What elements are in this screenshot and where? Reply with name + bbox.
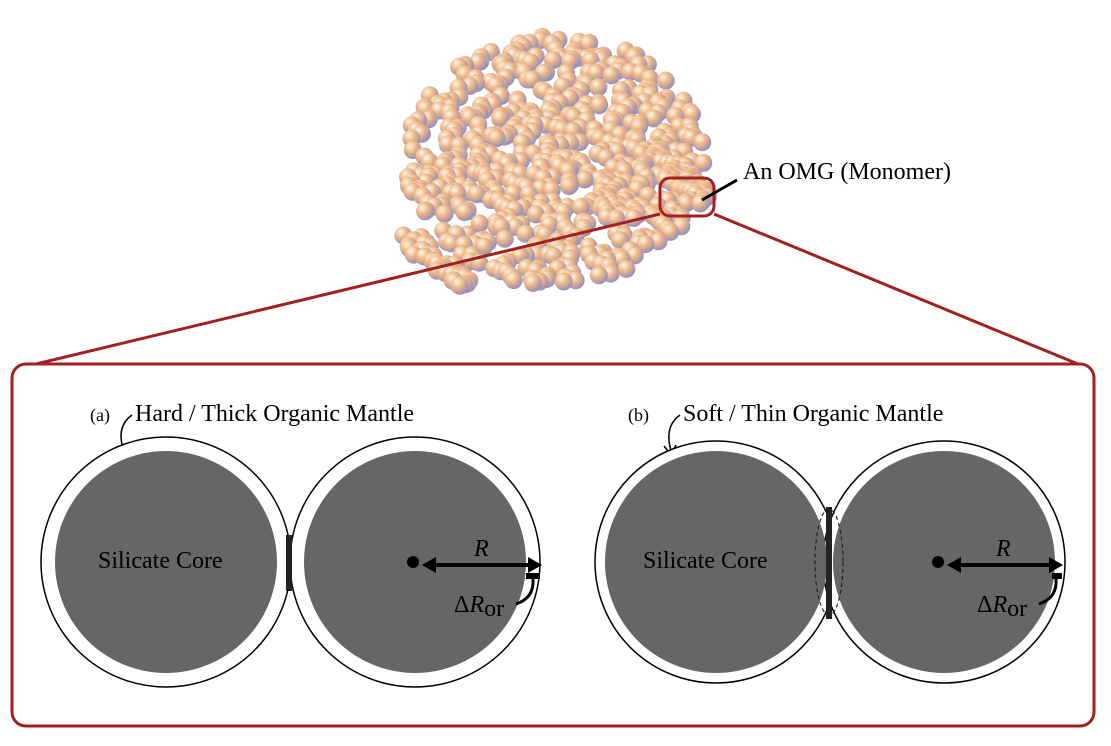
aggregate-sphere [467, 185, 486, 204]
panel-b-radius-arrowhead-right [1049, 557, 1063, 573]
aggregate-sphere [589, 266, 608, 285]
zoom-line-left [35, 212, 661, 366]
aggregate-sphere [470, 214, 489, 233]
aggregate-sphere [590, 96, 609, 115]
panel-a-radius-arrowhead-right [528, 557, 542, 573]
panel-b-center-dot [932, 556, 944, 568]
panel-b-radius-arrowhead-left [947, 557, 961, 573]
aggregate-sphere [571, 197, 590, 216]
monomer-callout-label: An OMG (Monomer) [743, 159, 951, 185]
panel-b-contact-bar [826, 507, 832, 619]
aggregate-sphere [644, 109, 663, 128]
aggregate-sphere [554, 272, 573, 291]
aggregate-sphere [656, 71, 675, 90]
monomer-highlight-box [658, 176, 716, 218]
aggregate-sphere [693, 133, 712, 152]
aggregate-sphere [491, 109, 510, 128]
aggregate-sphere [617, 259, 636, 278]
panel-a-mantle-label: ΔRor [454, 592, 504, 622]
zoom-frame [10, 362, 1096, 728]
panel-b-pointer-arrow [668, 414, 681, 452]
panel-b-tag: (b) [628, 405, 649, 426]
aggregate-sphere [495, 229, 514, 248]
monomer-callout-line [701, 178, 738, 202]
panel-b-title: Soft / Thin Organic Mantle [683, 401, 943, 427]
panel-a-contact-bar [286, 535, 292, 591]
aggregate-sphere [435, 204, 454, 223]
aggregate-sphere [579, 34, 598, 53]
aggregate-sphere [524, 273, 542, 292]
aggregate-sphere [560, 177, 578, 195]
aggregate-sphere [589, 78, 608, 97]
aggregate-sphere [450, 276, 469, 295]
aggregate-sphere [516, 224, 535, 243]
aggregate-sphere [416, 202, 434, 221]
panel-b-core-label: Silicate Core [643, 548, 768, 574]
aggregate-sphere [636, 235, 655, 254]
aggregate-sphere [504, 271, 523, 290]
aggregate-sphere [487, 129, 506, 148]
panel-a-core-label: Silicate Core [98, 548, 223, 574]
panel-a-radius-arrowhead-left [422, 557, 436, 573]
panel-a: (a) Hard / Thick Organic Mantle Silicate… [40, 401, 542, 688]
panel-a-tag: (a) [90, 405, 110, 426]
panel-b-left-core [605, 451, 827, 673]
panel-b: (b) Soft / Thin Organic Mantle Silicate … [594, 401, 1066, 684]
panel-a-title: Hard / Thick Organic Mantle [135, 401, 414, 427]
aggregate-sphere [694, 153, 713, 172]
aggregate-sphere [575, 170, 594, 189]
panel-a-radius-label: R [473, 536, 489, 562]
zoom-line-right [713, 212, 1079, 366]
panel-a-mantle-thickness-bar [526, 573, 540, 579]
panel-b-mantle-label: ΔRor [977, 592, 1027, 622]
panel-a-mantle-pointer [515, 578, 535, 606]
panel-b-radius-label: R [995, 536, 1011, 562]
panel-b-mantle-thickness-bar [1052, 573, 1062, 579]
panel-b-mantle-pointer [1038, 578, 1058, 606]
aggregate-particles [394, 27, 717, 295]
panel-a-left-core [55, 451, 277, 673]
aggregate-sphere [455, 203, 474, 222]
panel-a-center-dot [407, 556, 419, 568]
aggregate-sphere [602, 66, 621, 85]
